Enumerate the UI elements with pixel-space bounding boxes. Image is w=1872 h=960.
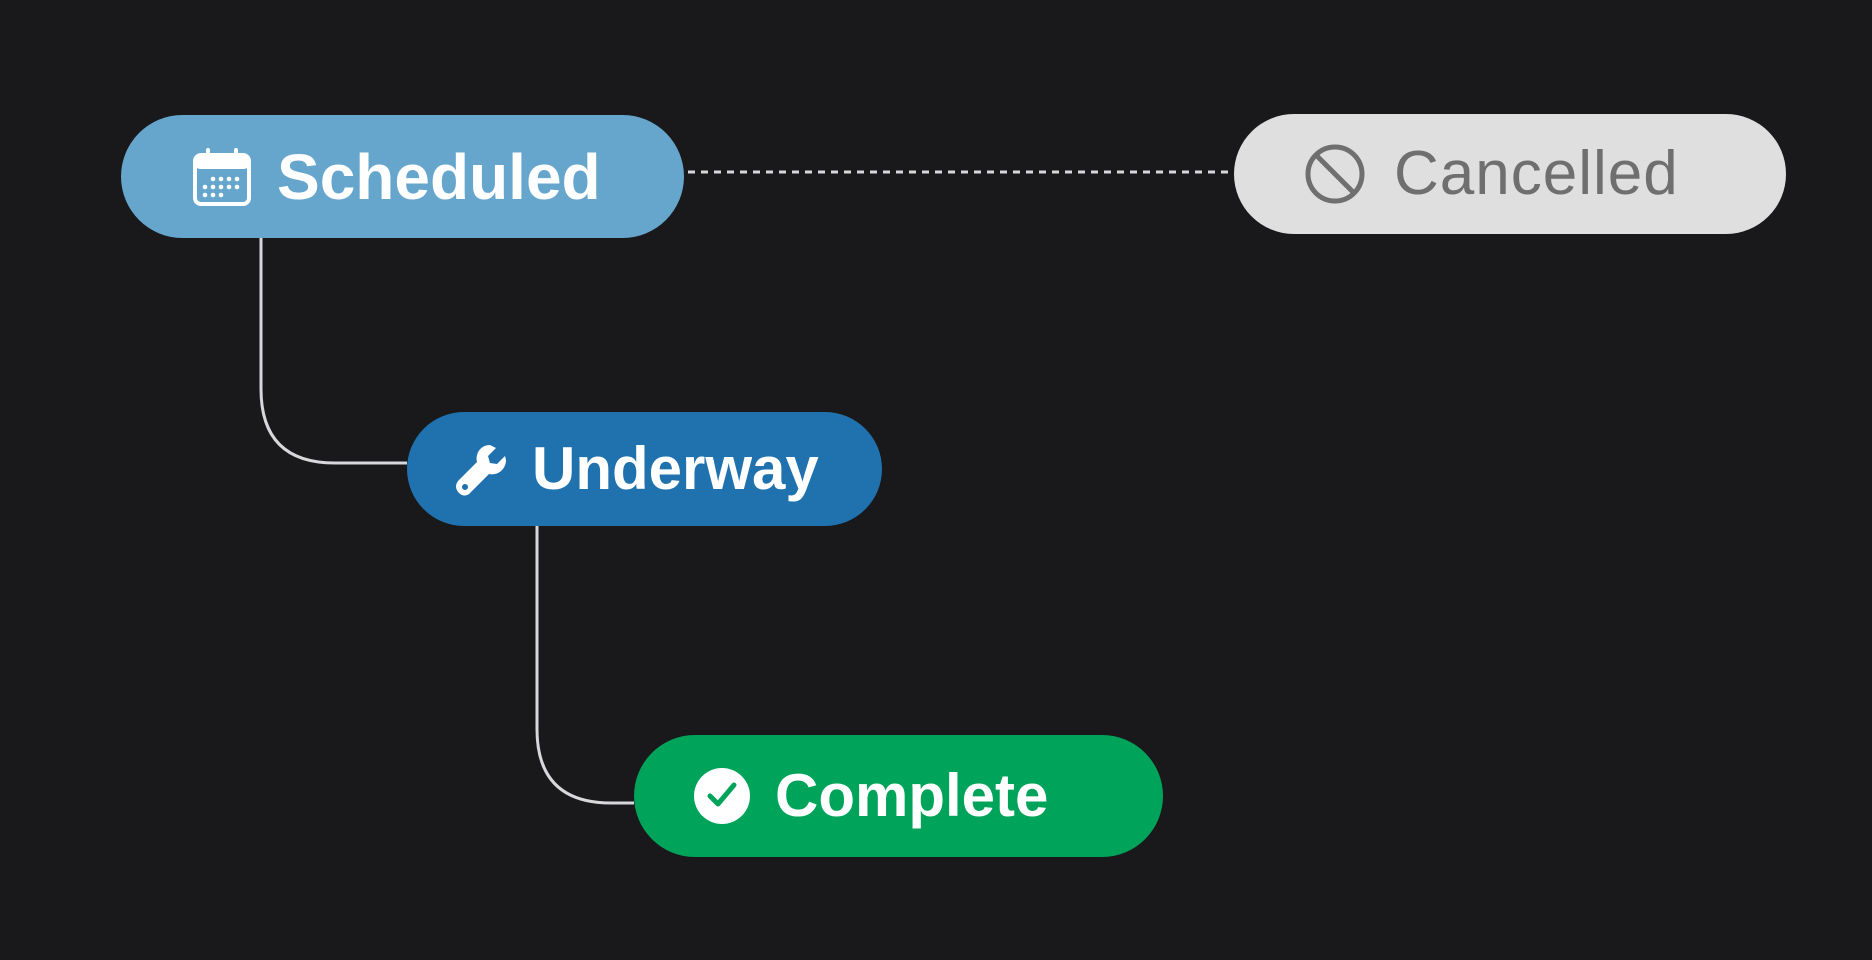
node-label: Underway: [532, 435, 819, 502]
prohibited-icon: [1304, 143, 1366, 205]
edge-scheduled-underway: [259, 238, 407, 465]
calendar-icon: [191, 146, 253, 208]
check-circle-icon: [693, 767, 751, 825]
node-complete[interactable]: Complete: [634, 735, 1163, 857]
node-label: Complete: [775, 762, 1049, 829]
edge-underway-complete: [535, 526, 634, 805]
wrench-icon: [454, 441, 510, 497]
node-label: Cancelled: [1394, 139, 1679, 208]
node-cancelled[interactable]: Cancelled: [1234, 114, 1786, 234]
node-scheduled[interactable]: Scheduled: [121, 115, 684, 238]
node-underway[interactable]: Underway: [407, 412, 882, 526]
node-label: Scheduled: [277, 140, 601, 213]
